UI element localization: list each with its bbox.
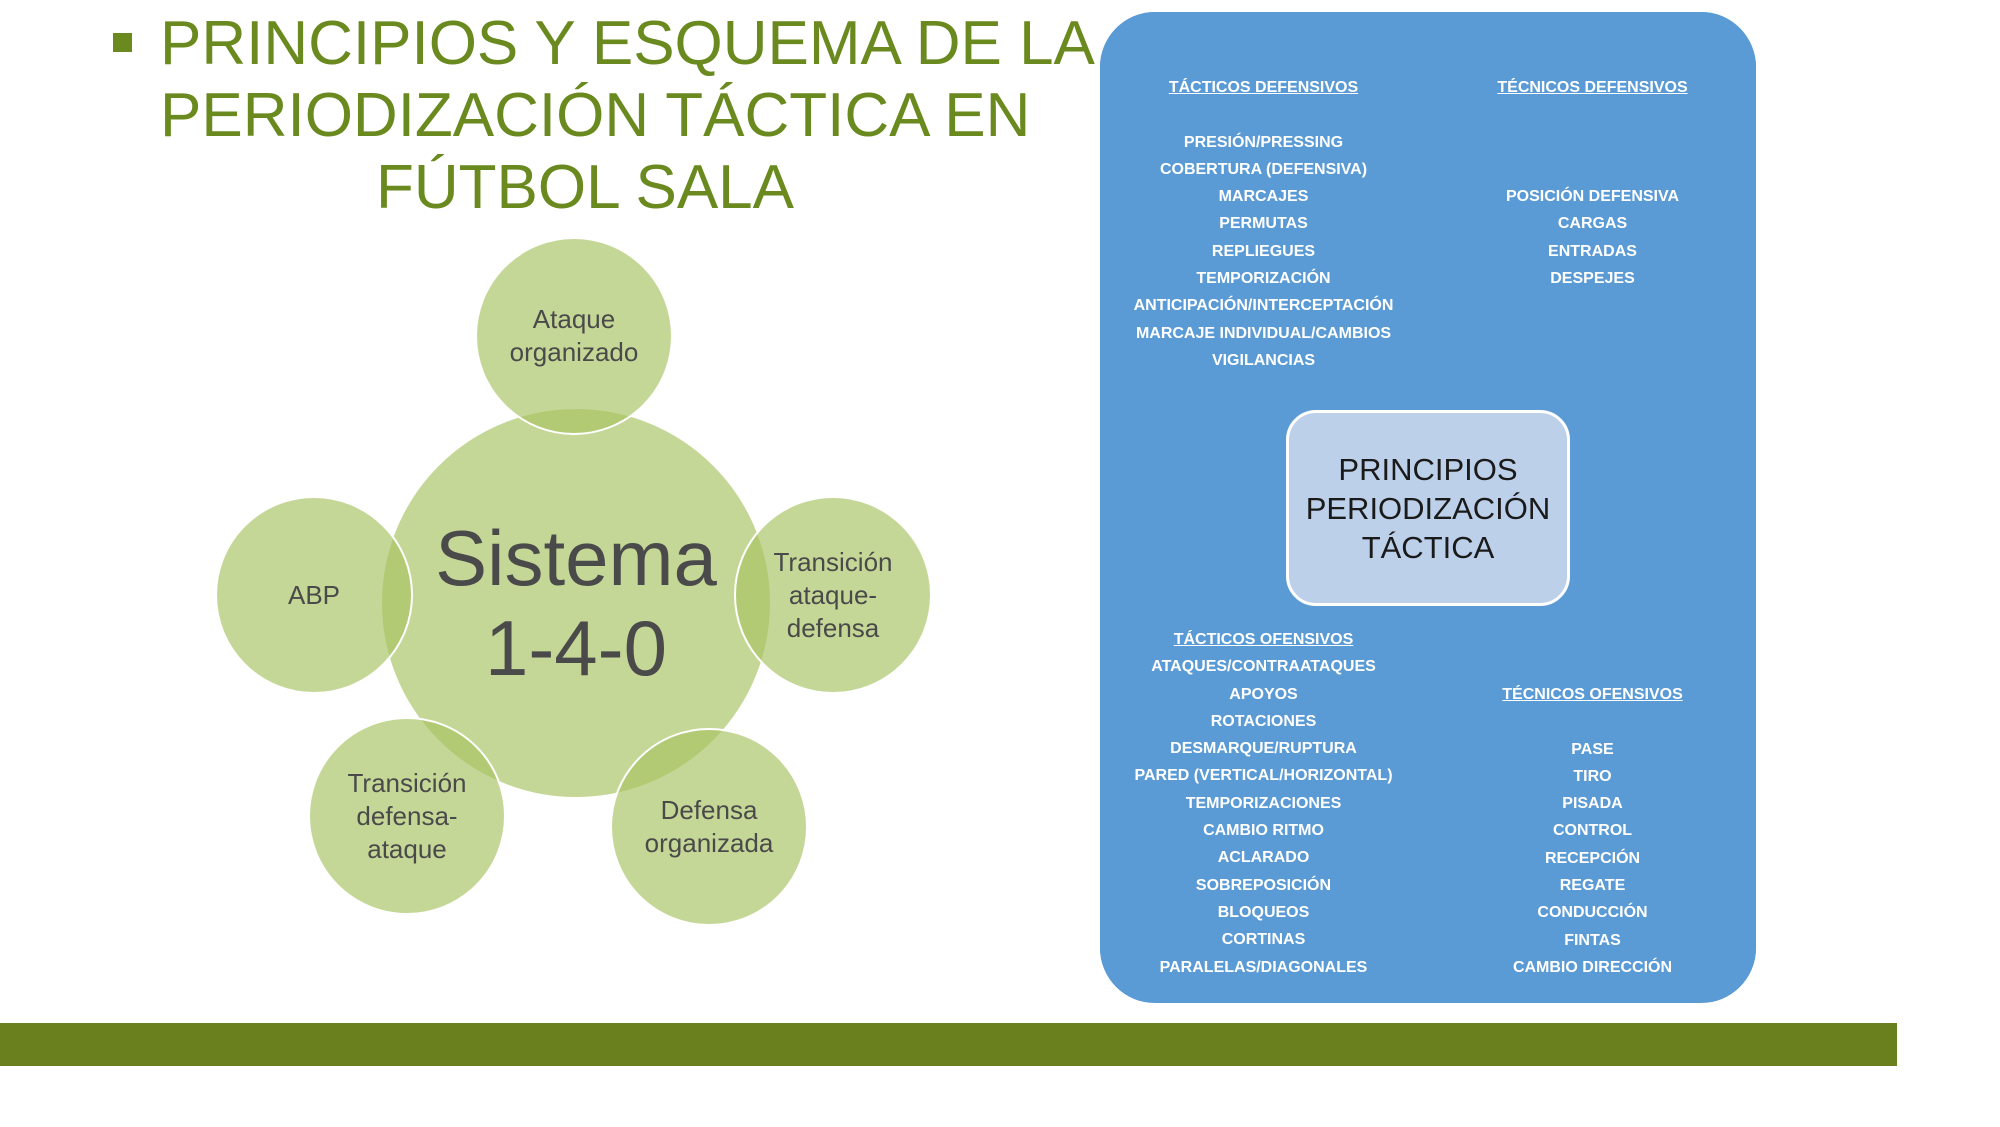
circle-label: Defensa <box>660 795 758 825</box>
quadrant-item: POSICIÓN DEFENSIVA <box>1505 188 1680 206</box>
quadrant-item: PERMUTAS <box>1219 215 1308 233</box>
title-line: PERIODIZACIÓN TÁCTICA EN <box>160 81 1031 150</box>
circle-abp: ABP <box>215 496 413 694</box>
center-box-label: PERIODIZACIÓN <box>1305 490 1551 526</box>
quadrant-item: FINTAS <box>1564 931 1621 949</box>
principles-matrix: TÁCTICOS DEFENSIVOS PRESIÓN/PRESSING COB… <box>1100 12 1756 1003</box>
quadrant-item: TEMPORIZACIONES <box>1185 794 1342 812</box>
circle-label: ataque <box>367 833 447 864</box>
footer-bar <box>0 1023 1897 1066</box>
title-line: FÚTBOL SALA <box>375 153 795 222</box>
quadrant-item: CAMBIO RITMO <box>1203 822 1324 840</box>
quadrant-item: PISADA <box>1562 795 1623 813</box>
quadrant-header: TÁCTICOS DEFENSIVOS <box>1168 79 1359 96</box>
quadrant-item: REGATE <box>1559 877 1626 895</box>
center-circle-label: Sistema <box>435 514 717 602</box>
quadrant-item: DESMARQUE/RUPTURA <box>1170 740 1357 758</box>
circle-label: Ataque <box>532 304 616 334</box>
quadrant-item: SOBREPOSICIÓN <box>1195 876 1332 894</box>
quadrant-item: DESPEJES <box>1550 270 1635 288</box>
circle-transicion-ataque-defensa: Transición ataque- defensa <box>734 496 932 694</box>
quadrant-item: MARCAJE INDIVIDUAL/CAMBIOS <box>1135 324 1392 342</box>
quadrant-item: ROTACIONES <box>1210 712 1317 730</box>
quadrant-item: BLOQUEOS <box>1217 903 1310 921</box>
quadrant-item: CARGAS <box>1557 215 1628 233</box>
quadrant-item: REPLIEGUES <box>1211 242 1316 260</box>
circle-label: defensa- <box>356 800 458 831</box>
circle-label: organizada <box>644 828 774 858</box>
quadrant-item: COBERTURA (DEFENSIVA) <box>1159 160 1368 178</box>
quadrant-header: TÉCNICOS OFENSIVOS <box>1502 686 1683 703</box>
circle-label: ataque- <box>788 579 878 610</box>
circle-defensa-organizada: Defensa organizada <box>610 728 808 926</box>
circle-label: organizado <box>509 337 639 367</box>
quadrant-item: ENTRADAS <box>1548 242 1637 260</box>
quadrant-item: CORTINAS <box>1221 931 1306 949</box>
quadrant-item: PARED (VERTICAL/HORIZONTAL) <box>1134 767 1393 785</box>
circle-label: Transición <box>347 767 467 798</box>
quadrant-item: CONDUCCIÓN <box>1537 904 1648 922</box>
quadrant-item: PASE <box>1571 740 1614 758</box>
title-line: PRINCIPIOS Y ESQUEMA DE LA <box>160 9 1095 78</box>
quadrant-item: CAMBIO DIRECCIÓN <box>1512 958 1673 976</box>
center-box-label: PRINCIPIOS <box>1338 451 1518 487</box>
center-box-label: TÁCTICA <box>1361 529 1495 565</box>
quadrant-item: ACLARADO <box>1217 849 1310 867</box>
quadrant-item: RECEPCIÓN <box>1544 849 1641 867</box>
center-box-principios: PRINCIPIOS PERIODIZACIÓN TÁCTICA <box>1286 410 1570 606</box>
quadrant-item: ATAQUES/CONTRAATAQUES <box>1151 658 1376 676</box>
title-bullet-icon <box>113 33 132 52</box>
circle-label: ABP <box>287 579 341 610</box>
page-title: PRINCIPIOS Y ESQUEMA DE LA PERIODIZACIÓN… <box>160 8 1095 224</box>
circle-label: defensa <box>786 612 880 643</box>
circle-transicion-defensa-ataque: Transición defensa- ataque <box>308 717 506 915</box>
quadrant-item: CONTROL <box>1552 822 1633 840</box>
center-circle-label: 1-4-0 <box>484 604 668 692</box>
circle-label: Transición <box>773 546 893 577</box>
quadrant-item: ANTICIPACIÓN/INTERCEPTACIÓN <box>1133 297 1394 315</box>
quadrant-item: APOYOS <box>1229 685 1298 703</box>
quadrant-item: VIGILANCIAS <box>1211 351 1316 369</box>
quadrant-item: TEMPORIZACIÓN <box>1196 270 1331 288</box>
quadrant-header: TÁCTICOS OFENSIVOS <box>1173 631 1354 648</box>
quadrant-item: TIRO <box>1573 767 1612 785</box>
quadrant-item: PRESIÓN/PRESSING <box>1183 133 1344 151</box>
quadrant-item: MARCAJES <box>1218 188 1309 206</box>
quadrant-header: TÉCNICOS DEFENSIVOS <box>1497 79 1688 96</box>
circle-ataque-organizado: Ataque organizado <box>475 237 673 435</box>
quadrant-item: PARALELAS/DIAGONALES <box>1159 958 1368 976</box>
